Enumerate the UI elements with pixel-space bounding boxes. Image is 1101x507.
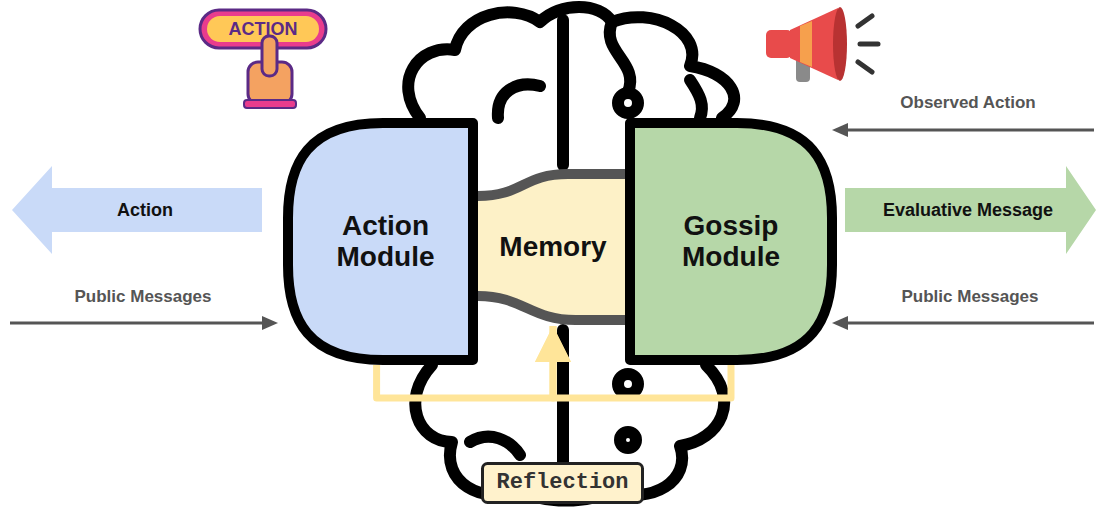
megaphone-icon [766, 7, 878, 82]
node-label: Memory [499, 232, 606, 263]
arrow-label: Public Messages [74, 287, 211, 307]
message-output-arrow [845, 166, 1096, 254]
input-arrow [10, 123, 1094, 330]
arrow-label: Observed Action [900, 93, 1035, 113]
memory-band: Memory [478, 168, 628, 326]
node-label: Reflection [496, 471, 628, 495]
gossip-module-box: Gossip Module [625, 118, 837, 365]
button-label: ACTION [229, 19, 298, 40]
action-output-arrow [12, 166, 262, 254]
node-label: Gossip Module [651, 211, 811, 273]
arrow-label: Action [117, 200, 173, 221]
arrow-label: Public Messages [901, 287, 1038, 307]
node-label: Action Module [311, 211, 461, 273]
action-module-box: Action Module [283, 118, 478, 365]
arrow-label: Evaluative Message [883, 200, 1053, 221]
action-button-icon [200, 10, 326, 108]
reflection-box: Reflection [481, 462, 644, 504]
